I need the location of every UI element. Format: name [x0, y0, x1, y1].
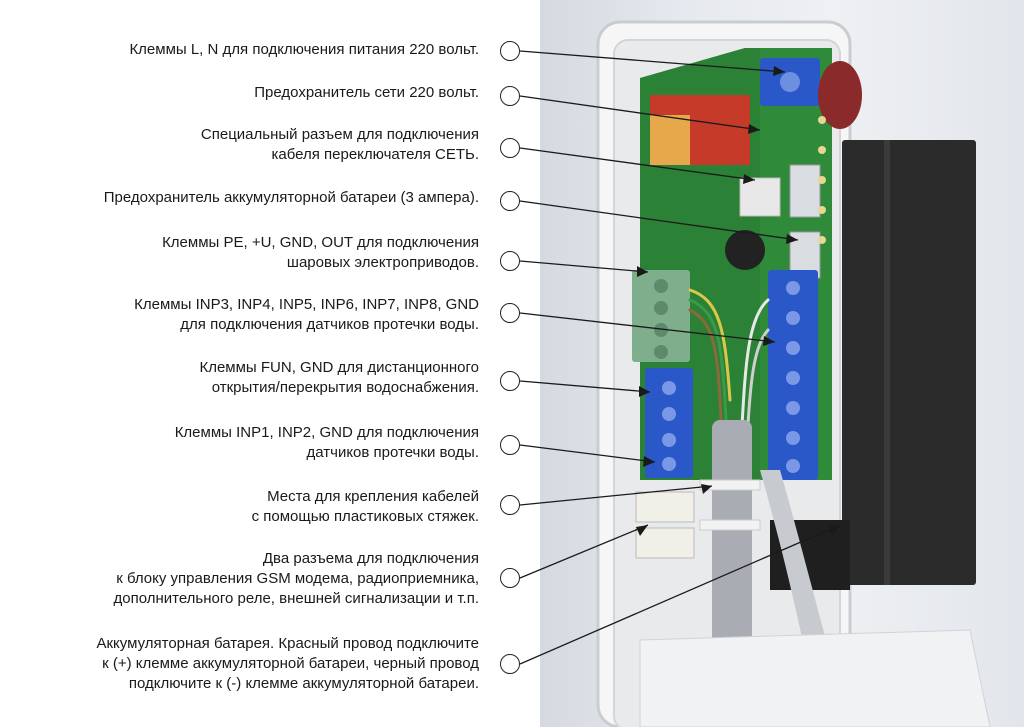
- callout-line: кабеля переключателя СЕТЬ.: [271, 146, 479, 163]
- callout-line: Места для крепления кабелей: [267, 488, 479, 505]
- arrow-heads: [636, 66, 840, 536]
- callout-marker-mains-terminals: [500, 41, 520, 61]
- red-component: [818, 61, 862, 129]
- callout-line: дополнительного реле, внешней сигнализац…: [113, 590, 479, 607]
- callout-marker-expansion-connectors: [500, 568, 520, 588]
- callout-marker-fun-terminals: [500, 371, 520, 391]
- callout-line: для подключения датчиков протечки воды.: [180, 316, 479, 333]
- callout-fun-terminals: Клеммы FUN, GND для дистанционного откры…: [199, 358, 479, 398]
- callout-line: Клеммы PE, +U, GND, OUT для подключения: [162, 234, 479, 251]
- leader-mains-terminals: [519, 50, 786, 73]
- callout-mains-terminals: Клеммы L, N для подключения питания 220 …: [129, 40, 479, 60]
- cable-tie-upper: [699, 479, 761, 491]
- callout-line: шаровых электроприводов.: [286, 254, 479, 271]
- callout-sensor-terminals-3-8: Клеммы INP3, INP4, INP5, INP6, INP7, INP…: [134, 295, 479, 335]
- callout-valve-terminals: Клеммы PE, +U, GND, OUT для подключения …: [162, 233, 479, 273]
- callout-power-switch-connector: Специальный разъем для подключения кабел…: [201, 125, 479, 165]
- callout-expansion-connectors: Два разъема для подключения к блоку упра…: [113, 549, 479, 609]
- callout-line: открытия/перекрытия водоснабжения.: [211, 379, 479, 396]
- valve-terminal-block: [632, 270, 690, 362]
- leader-valve-terminals: [519, 260, 649, 273]
- enclosure-lid: [639, 629, 991, 727]
- leader-mains-fuse: [519, 95, 761, 131]
- callout-line: Аккумуляторная батарея. Красный провод п…: [96, 635, 479, 652]
- leader-fun-terminals: [519, 380, 651, 393]
- fun-terminal-block: [645, 368, 693, 478]
- expansion-connector-lower: [635, 527, 695, 559]
- callout-sensor-terminals-1-2: Клеммы INP1, INP2, GND для подключения д…: [175, 423, 479, 463]
- callout-marker-sensor-terminals-3-8: [500, 303, 520, 323]
- battery: [842, 140, 976, 585]
- callout-marker-battery-fuse: [500, 191, 520, 211]
- transformer-core: [650, 115, 690, 165]
- callout-marker-cable-mounts: [500, 495, 520, 515]
- mains-fuse-holder: [789, 164, 821, 218]
- callout-line: Клеммы FUN, GND для дистанционного: [199, 359, 479, 376]
- callout-line: Клеммы INP1, INP2, GND для подключения: [174, 424, 479, 441]
- callout-marker-sensor-terminals-1-2: [500, 435, 520, 455]
- callout-cable-mounts: Места для крепления кабелей с помощью пл…: [252, 487, 479, 527]
- callout-line: Предохранитель аккумуляторной батареи (3…: [103, 189, 479, 206]
- expansion-connector-upper: [635, 491, 695, 523]
- callout-battery-fuse: Предохранитель аккумуляторной батареи (3…: [104, 188, 479, 208]
- leader-expansion-connectors: [519, 524, 649, 579]
- callout-line: Предохранитель сети 220 вольт.: [254, 84, 479, 101]
- mains-terminal-screw: [780, 72, 800, 92]
- callout-marker-battery: [500, 654, 520, 674]
- callout-line: Два разъема для подключения: [262, 550, 479, 567]
- callout-line: с помощью пластиковых стяжек.: [251, 508, 479, 525]
- leader-battery: [519, 524, 841, 665]
- callout-battery: Аккумуляторная батарея. Красный провод п…: [96, 634, 479, 694]
- battery-highlight: [884, 140, 890, 585]
- callout-marker-mains-fuse: [500, 86, 520, 106]
- callout-line: Клеммы L, N для подключения питания 220 …: [129, 41, 479, 58]
- fun-terminal-screws: [662, 381, 676, 471]
- callout-line: датчиков протечки воды.: [306, 444, 480, 461]
- switch-connector: [739, 177, 781, 217]
- buzzer: [725, 230, 765, 270]
- valve-terminal-screws: [654, 279, 668, 359]
- callout-line: Специальный разъем для подключения: [200, 126, 479, 143]
- pcb-leds: [818, 116, 826, 244]
- callout-marker-power-switch-connector: [500, 138, 520, 158]
- callout-line: к (+) клемме аккумуляторной батареи, чер…: [102, 655, 479, 672]
- callout-line: подключите к (-) клемме аккумуляторной б…: [128, 675, 479, 692]
- leader-lines: [519, 50, 841, 665]
- callout-marker-valve-terminals: [500, 251, 520, 271]
- leader-cable-mounts: [519, 485, 713, 506]
- sensor-terminal-screws: [786, 281, 800, 473]
- cable-tie-lower: [699, 519, 761, 531]
- callout-mains-fuse: Предохранитель сети 220 вольт.: [254, 83, 479, 103]
- leader-battery-fuse: [519, 200, 799, 241]
- leader-sensor-terminals-3-8: [519, 312, 776, 343]
- leader-power-switch-connector: [519, 147, 756, 181]
- leader-sensor-terminals-1-2: [519, 444, 656, 463]
- callout-line: Клеммы INP3, INP4, INP5, INP6, INP7, INP…: [134, 296, 479, 313]
- callout-line: к блоку управления GSM модема, радиоприе…: [116, 570, 479, 587]
